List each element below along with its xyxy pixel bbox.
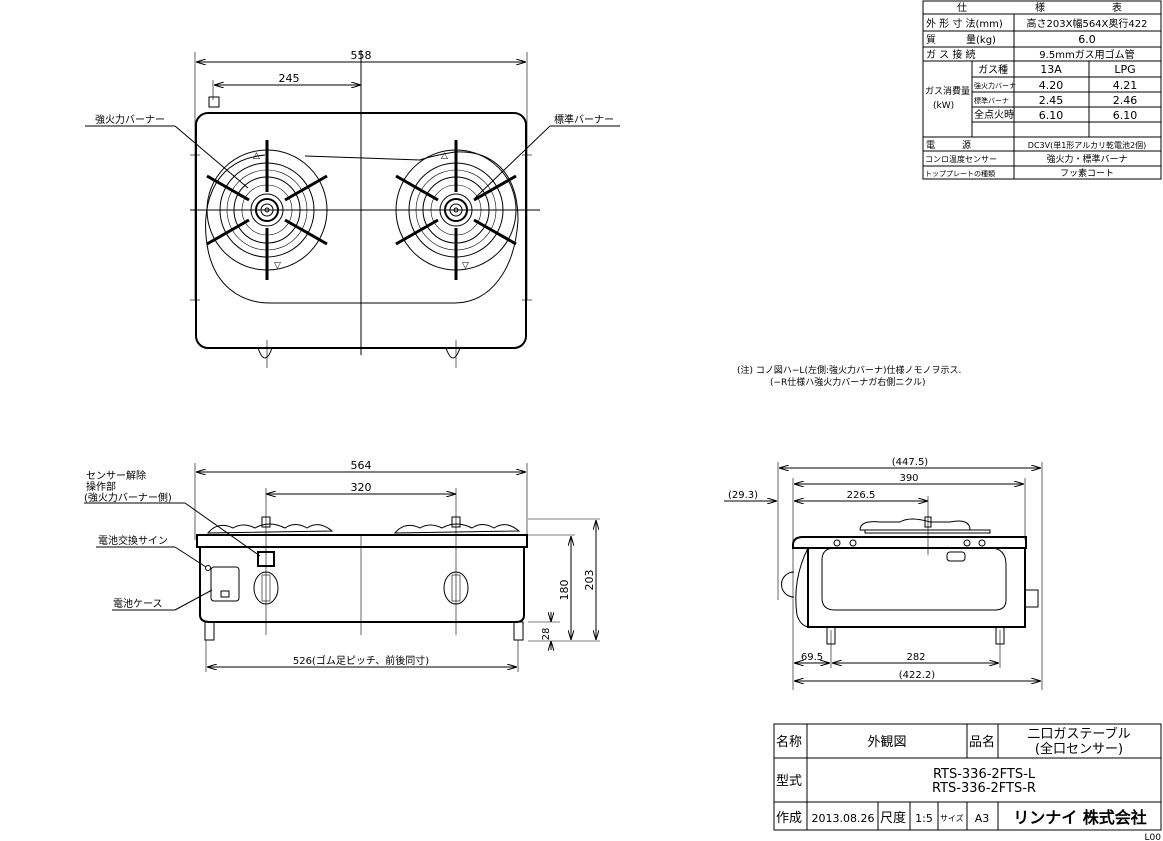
scale-label: 尺度 xyxy=(880,810,906,826)
dim-foot-pitch: 526(ゴム足ピッチ、前後同寸) xyxy=(293,654,429,667)
note-line-2: (−R仕様ハ強火力バーナガ右側ニクル) xyxy=(770,376,926,388)
product-label: 品名 xyxy=(969,734,995,750)
label-sensor-release-3: (強火力バーナー側) xyxy=(84,491,172,504)
dim-side-293: (29.3) xyxy=(728,490,758,501)
spec-value: 6.0 xyxy=(1078,33,1096,46)
consumption-unit: (kW) xyxy=(933,101,954,111)
dim-side-226: 226.5 xyxy=(847,490,876,501)
spec-value: DC3V(単1形アルカリ乾電池2個) xyxy=(1028,140,1146,150)
spec-label: ガ ス 接 続 xyxy=(926,48,976,61)
label-sensor-release-2: 操作部 xyxy=(86,480,116,493)
side-view: (447.5) 390 226.5 (29.3) 69.5 282 (422.2… xyxy=(724,457,1043,690)
spec-label: 質 量(kg) xyxy=(926,33,996,46)
top-view: 558 245 △ △ ▽ ▽ 強火力バーナー 標準バーナー xyxy=(85,49,620,368)
label-battery-case: 電池ケース xyxy=(113,597,163,610)
label-sensor-release-1: センサー解除 xyxy=(86,469,146,482)
battery-sign-led xyxy=(205,565,211,571)
spec-table: 仕 様 表 外 形 寸 法(mm) 高さ203X幅564X奥行422 質 量(k… xyxy=(922,0,1162,180)
arrow-up-icon: △ xyxy=(441,151,448,161)
consumption-value: 4.21 xyxy=(1113,79,1138,92)
consumption-row-label: 標準バーナ xyxy=(974,96,1009,105)
arrow-down-icon: ▽ xyxy=(462,261,469,271)
knob-left xyxy=(253,571,279,605)
name-value: 外観図 xyxy=(867,735,906,750)
product-line-2: (全口センサー) xyxy=(1035,741,1123,757)
knob-icon xyxy=(257,347,461,359)
spec-title-1: 仕 xyxy=(957,1,967,14)
knob-side xyxy=(781,571,795,598)
rubber-foot xyxy=(204,621,215,641)
dim-side-282: 282 xyxy=(906,652,925,663)
consumption-value: 6.10 xyxy=(1113,109,1138,122)
size-value: A3 xyxy=(975,812,990,825)
consumption-value: 2.46 xyxy=(1113,94,1138,107)
spec-label: 外 形 寸 法(mm) xyxy=(926,17,1003,30)
gas-type-13a: 13A xyxy=(1040,63,1062,76)
label-battery-sign: 電池交換サイン xyxy=(98,534,168,547)
consumption-label: ガス消費量 xyxy=(925,85,970,97)
model-label: 型式 xyxy=(776,774,802,789)
model-line-2: RTS-336-2FTS-R xyxy=(932,781,1036,796)
spec-title-2: 様 xyxy=(1035,1,1045,14)
spec-value: 強火力・標準バーナ xyxy=(1046,153,1127,165)
battery-case xyxy=(210,566,240,602)
scale-value: 1:5 xyxy=(915,812,933,825)
spec-label: トッププレートの種類 xyxy=(925,169,995,178)
note-line-1: (注) コノ図ハ−L(左側:強火力バーナ)仕様ノモノヲ示ス. xyxy=(737,364,961,376)
company-logo: リンナイ 株式会社 xyxy=(1013,808,1147,827)
dim-side-total: (447.5) xyxy=(892,457,929,468)
arrow-up-icon: △ xyxy=(253,151,260,161)
dim-top-offset: 245 xyxy=(279,72,300,85)
size-label: サイズ xyxy=(940,813,964,823)
spec-label: コンロ温度センサー xyxy=(925,154,997,164)
consumption-row-label: 強火力バーナ xyxy=(974,81,1016,90)
gas-type-lpg: LPG xyxy=(1114,63,1135,76)
consumption-value: 6.10 xyxy=(1039,109,1064,122)
model-line-1: RTS-336-2FTS-L xyxy=(933,767,1036,782)
knob-right xyxy=(443,571,469,605)
gas-inlet xyxy=(1024,589,1039,608)
front-view: 564 320 203 180 28 526(ゴム xyxy=(84,459,600,672)
spec-value: 9.5mmガス用ゴム管 xyxy=(1039,48,1134,61)
sheet-code: L00 xyxy=(1145,833,1162,841)
rubber-foot xyxy=(513,621,524,641)
consumption-value: 4.20 xyxy=(1039,79,1064,92)
gas-inlet-icon xyxy=(208,96,220,108)
spec-value: 高さ203X幅564X奥行422 xyxy=(1027,17,1148,30)
name-label: 名称 xyxy=(776,734,802,750)
gas-type-label: ガス種 xyxy=(978,63,1008,76)
title-block: 名称 外観図 品名 二口ガステーブル (全口センサー) 型式 RTS-336-2… xyxy=(773,723,1162,841)
dim-side-390: 390 xyxy=(899,473,918,484)
side-button xyxy=(946,551,966,562)
dim-front-center: 320 xyxy=(351,481,372,494)
consumption-value: 2.45 xyxy=(1039,94,1064,107)
dim-total-height: 203 xyxy=(583,570,596,591)
consumption-row-label: 全点火時 xyxy=(974,108,1014,121)
created-date: 2013.08.26 xyxy=(812,812,875,825)
label-strong-burner: 強火力バーナー xyxy=(95,113,165,126)
spec-title-3: 表 xyxy=(1112,1,1122,14)
dim-front-width: 564 xyxy=(351,459,372,472)
sensor-release-button xyxy=(257,551,275,567)
top-plate xyxy=(195,112,527,349)
label-standard-burner: 標準バーナー xyxy=(554,113,614,126)
dim-side-4222: (422.2) xyxy=(899,670,936,681)
product-line-1: 二口ガステーブル xyxy=(1027,726,1130,742)
front-top-plate xyxy=(196,534,528,548)
dim-side-695: 69.5 xyxy=(801,652,823,663)
created-label: 作成 xyxy=(776,811,802,826)
dim-body-height: 180 xyxy=(558,580,571,601)
dim-foot-height: 28 xyxy=(541,628,552,641)
arrow-down-icon: ▽ xyxy=(274,261,281,271)
spec-value: フッ素コート xyxy=(1060,167,1114,179)
spec-label: 電 源 xyxy=(926,140,971,151)
